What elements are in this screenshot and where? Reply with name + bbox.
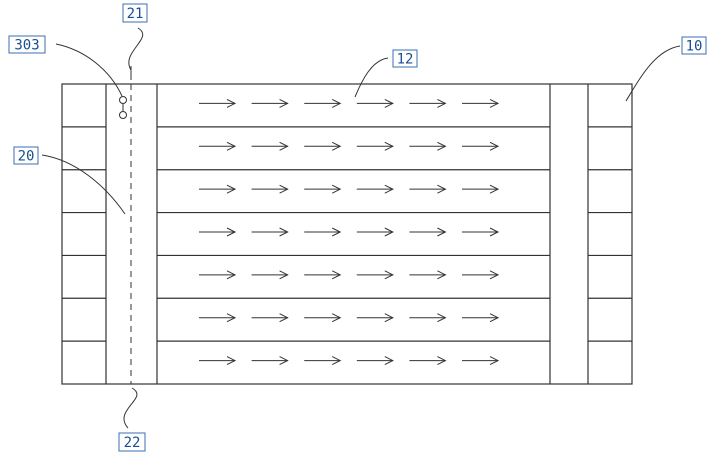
flow-arrow <box>409 270 447 280</box>
flow-arrow <box>356 313 394 323</box>
label-303-box <box>8 35 46 54</box>
label-22-box <box>118 432 146 452</box>
flow-arrow <box>409 313 447 323</box>
label-10-box <box>681 36 707 55</box>
flow-arrow <box>304 313 342 323</box>
leader-22 <box>123 387 138 429</box>
flow-arrow <box>462 356 500 366</box>
flow-arrow <box>251 313 289 323</box>
leader-10 <box>625 45 681 102</box>
label-20-box <box>13 146 39 165</box>
label-21: 21 <box>127 6 144 22</box>
flow-arrow <box>356 141 394 151</box>
flow-arrow <box>356 270 394 280</box>
flow-arrow <box>304 98 342 108</box>
flow-arrow <box>409 184 447 194</box>
flow-arrow <box>251 227 289 237</box>
flow-arrow <box>199 227 237 237</box>
flow-arrow <box>251 356 289 366</box>
label-22: 22 <box>124 435 141 451</box>
flow-arrow <box>462 98 500 108</box>
flow-arrow <box>199 141 237 151</box>
flow-arrow <box>462 227 500 237</box>
label-303: 303 <box>14 38 39 54</box>
flow-arrow <box>199 98 237 108</box>
flow-arrow <box>462 313 500 323</box>
flow-arrow <box>304 141 342 151</box>
flow-arrow <box>304 227 342 237</box>
flow-arrow <box>409 356 447 366</box>
flow-arrow <box>409 227 447 237</box>
flow-arrow <box>304 270 342 280</box>
flow-arrow <box>462 270 500 280</box>
flow-arrow <box>356 356 394 366</box>
label-12: 12 <box>397 52 414 68</box>
flow-arrow <box>409 141 447 151</box>
label-21-box <box>122 3 148 23</box>
leader-12 <box>354 57 389 98</box>
leader-20 <box>41 154 126 215</box>
flow-arrow <box>462 141 500 151</box>
outer-frame <box>61 83 633 385</box>
flow-arrow <box>251 141 289 151</box>
flow-arrow <box>251 270 289 280</box>
label-20: 20 <box>18 149 35 165</box>
leader-21 <box>128 27 144 71</box>
flow-arrow <box>304 356 342 366</box>
nozzle-circle-top <box>119 96 127 104</box>
nozzle-circle-bottom <box>119 111 127 119</box>
label-10: 10 <box>686 39 703 55</box>
flow-arrow <box>304 184 342 194</box>
flow-arrow <box>199 270 237 280</box>
flow-arrow <box>199 184 237 194</box>
leader-303 <box>55 43 123 97</box>
flow-arrow <box>462 184 500 194</box>
flow-arrow <box>356 184 394 194</box>
flow-arrow <box>251 184 289 194</box>
flow-arrow <box>356 98 394 108</box>
flow-arrow <box>356 227 394 237</box>
flow-arrow <box>251 98 289 108</box>
flow-arrow <box>199 356 237 366</box>
label-12-box <box>392 49 418 68</box>
flow-arrow <box>409 98 447 108</box>
flow-arrow <box>199 313 237 323</box>
